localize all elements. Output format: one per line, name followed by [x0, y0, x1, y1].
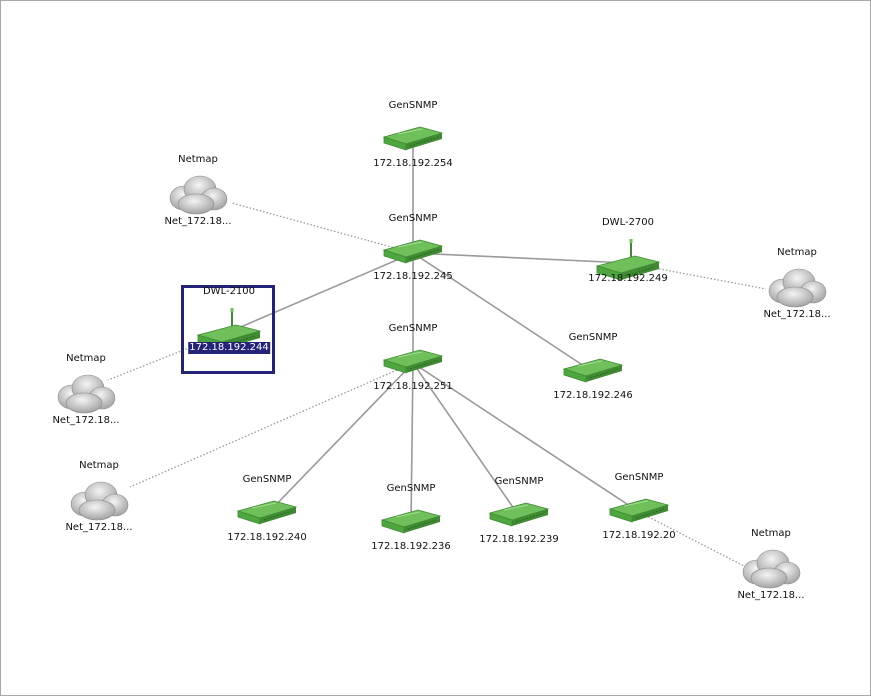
netmap-cloud-icon[interactable] [67, 478, 131, 526]
link-gs245-gs246 [412, 252, 594, 373]
network-switch-icon[interactable] [486, 499, 552, 533]
node-title: GenSNMP [568, 332, 618, 343]
network-switch-icon[interactable] [380, 123, 446, 157]
node-title: Netmap [777, 247, 817, 258]
node-address: Net_172.18... [65, 522, 133, 533]
node-title: Netmap [66, 353, 106, 364]
node-title: GenSNMP [614, 472, 664, 483]
network-switch-icon[interactable] [606, 495, 672, 529]
network-switch-icon[interactable] [378, 506, 444, 540]
network-switch-icon[interactable] [380, 346, 446, 380]
node-title: Netmap [79, 460, 119, 471]
node-address: 172.18.192.236 [371, 541, 451, 552]
link-gs251-gs236 [410, 362, 414, 524]
link-gs20-nm5 [638, 511, 745, 567]
selection-box [181, 285, 275, 374]
node-address: Net_172.18... [52, 415, 120, 426]
access-point-icon[interactable] [593, 238, 663, 288]
node-address: Net_172.18... [737, 590, 805, 601]
node-address: 172.18.192.251 [373, 381, 453, 392]
node-address: 172.18.192.240 [227, 532, 307, 543]
node-title: Netmap [178, 154, 218, 165]
link-gs251-nm4 [129, 362, 414, 488]
node-address: 172.18.192.254 [373, 158, 453, 169]
node-address: 172.18.192.249 [588, 273, 668, 284]
netmap-cloud-icon[interactable] [54, 371, 118, 419]
node-address: Net_172.18... [763, 309, 831, 320]
link-gs251-gs240 [266, 362, 414, 515]
node-title: Netmap [751, 528, 791, 539]
link-gs245-dwl2700 [412, 252, 629, 264]
link-gs251-gs20 [412, 362, 640, 513]
network-switch-icon[interactable] [234, 497, 300, 531]
node-title: GenSNMP [386, 483, 436, 494]
node-address: 172.18.192.246 [553, 390, 633, 401]
link-gs251-gs239 [412, 362, 520, 517]
node-address: 172.18.192.239 [479, 534, 559, 545]
node-title: DWL-2700 [601, 217, 655, 228]
node-title: GenSNMP [388, 213, 438, 224]
netmap-cloud-icon[interactable] [765, 265, 829, 313]
network-switch-icon[interactable] [560, 355, 626, 389]
node-address: 172.18.192.244 [188, 342, 270, 354]
node-title: GenSNMP [494, 476, 544, 487]
node-title: GenSNMP [388, 100, 438, 111]
node-title: DWL-2100 [202, 286, 256, 297]
node-address: 172.18.192.20 [602, 530, 676, 541]
node-address: 172.18.192.245 [373, 271, 453, 282]
link-gs245-dwl2100 [228, 252, 414, 333]
node-address: Net_172.18... [164, 216, 232, 227]
node-title: GenSNMP [388, 323, 438, 334]
netmap-cloud-icon[interactable] [739, 546, 803, 594]
network-switch-icon[interactable] [380, 236, 446, 270]
link-dwl2700-nm2 [627, 262, 767, 290]
node-title: GenSNMP [242, 474, 292, 485]
netmap-cloud-icon[interactable] [166, 172, 230, 220]
